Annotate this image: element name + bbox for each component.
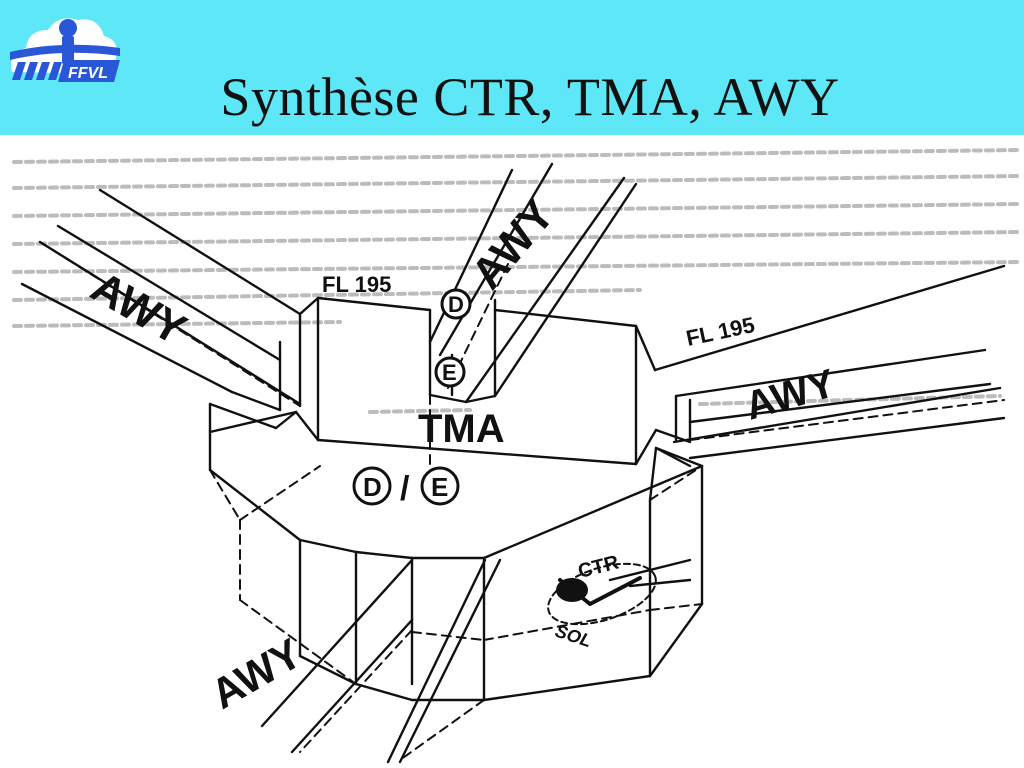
tma-volume: [294, 296, 658, 466]
ffvl-logo: FFVL: [10, 18, 120, 82]
slide-header: FFVL Synthèse CTR, TMA, AWY: [0, 0, 1024, 135]
awy-bottom-corridor: [260, 550, 502, 764]
fl-right-label: FL 195: [684, 312, 757, 351]
class-d-label: D: [363, 472, 382, 502]
class-d-badge-top: [440, 288, 472, 320]
class-e-badge-top: [434, 356, 466, 388]
airspace-diagram: AWY AWY AWY AWY FL 195 FL 195 TMA D E D …: [0, 135, 1024, 768]
class-d-top-label: D: [448, 292, 464, 317]
ctr-volume: [208, 402, 704, 702]
class-e-top-label: E: [442, 360, 457, 385]
logo-text: FFVL: [68, 65, 108, 82]
awy-right-label: AWY: [740, 361, 840, 428]
awy-left-label: AWY: [83, 262, 194, 355]
ctr-class-d-badge: [556, 578, 588, 602]
slide-title: Synthèse CTR, TMA, AWY: [220, 67, 840, 127]
hidden-edges: [39, 241, 1005, 761]
class-separator: /: [400, 470, 410, 508]
class-e-label: E: [431, 472, 448, 502]
fl-left-label: FL 195: [322, 272, 391, 297]
airspace-diagram-svg: AWY AWY AWY AWY FL 195 FL 195 TMA D E D …: [20, 162, 1006, 764]
class-e-badge: [420, 466, 460, 506]
class-d-badge: [352, 466, 392, 506]
awy-bottom-label: AWY: [203, 629, 309, 718]
awy-right-corridor: [653, 264, 1006, 468]
sol-label: SOL: [553, 621, 594, 651]
tma-label: TMA: [418, 407, 505, 451]
